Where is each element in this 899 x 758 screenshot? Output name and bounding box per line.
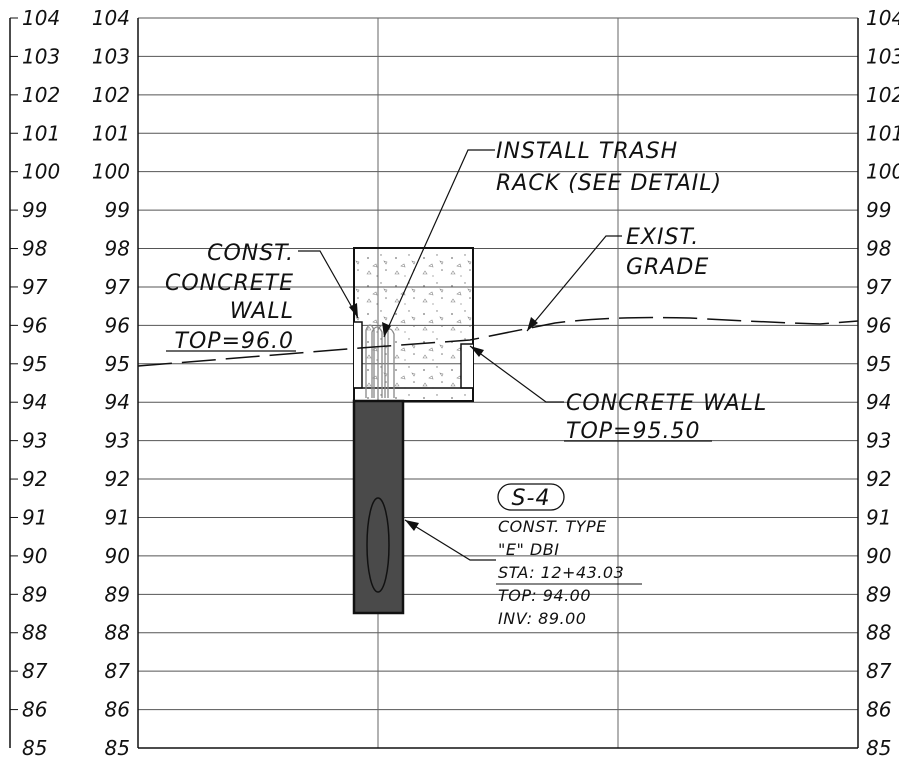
const-wall-leader <box>298 250 359 319</box>
right-elevation-label: 92 <box>866 467 891 491</box>
left-elevation-label: 87 <box>22 659 48 683</box>
inner-elevation-label: 94 <box>105 390 130 414</box>
const-wall-note-line1: CONST. <box>207 241 294 266</box>
inner-elevation-label: 92 <box>105 467 130 491</box>
inner-elevation-label: 86 <box>105 698 130 722</box>
const-wall-note-line4: TOP=96.0 <box>175 329 294 354</box>
right-elevation-label: 99 <box>866 198 891 222</box>
right-elevation-label: 88 <box>866 621 891 645</box>
left-elevation-label: 102 <box>22 83 60 107</box>
elevation-grid <box>10 17 858 711</box>
const-wall-note-line2: CONCRETE <box>165 271 294 296</box>
existing-grade-line <box>137 316 859 367</box>
inner-elevation-label: 99 <box>105 198 130 222</box>
left-elevation-label: 94 <box>22 390 47 414</box>
left-elevation-label: 96 <box>22 313 47 337</box>
right-elevation-label: 94 <box>866 390 891 414</box>
right-elevation-label: 95 <box>866 352 891 376</box>
structure-tag-outline <box>497 483 565 511</box>
exist-grade-leader <box>526 235 622 332</box>
left-elevation-label: 97 <box>22 275 48 299</box>
right-elevation-label: 87 <box>866 659 892 683</box>
right-elevation-label: 104 <box>866 6 899 30</box>
left-elevation-label: 90 <box>22 544 47 568</box>
concrete-wall-note-line1: CONCRETE WALL <box>566 391 767 416</box>
const-wall-note-line3: WALL <box>230 299 294 324</box>
structure-line2: "E" DBI <box>498 540 559 559</box>
structure-line3: STA: 12+43.03 <box>498 563 624 582</box>
trash-rack-leader <box>383 149 495 338</box>
left-elevation-label: 104 <box>22 6 60 30</box>
right-elevation-label: 89 <box>866 582 891 606</box>
inner-elevation-label: 103 <box>92 44 130 68</box>
exist-grade-note-line2: GRADE <box>626 255 709 280</box>
trash-rack-note-line1: INSTALL TRASH <box>496 139 678 164</box>
inner-elevation-label: 97 <box>105 275 131 299</box>
right-elevation-label: 93 <box>866 429 891 453</box>
trash-rack-arrowhead <box>382 322 391 337</box>
inner-elevation-label: 96 <box>105 313 130 337</box>
structure-arrowhead <box>405 520 419 531</box>
left-elevation-label: 99 <box>22 198 47 222</box>
concrete-wall-95-50 <box>460 343 473 389</box>
inner-elevation-label: 95 <box>105 352 130 376</box>
right-elevation-label: 91 <box>866 505 891 529</box>
left-elevation-label: 103 <box>22 44 60 68</box>
right-elevation-label: 90 <box>866 544 891 568</box>
exist-grade-note-line1: EXIST. <box>626 225 699 250</box>
concrete-wall-arrowhead <box>470 346 484 357</box>
inner-elevation-label: 89 <box>105 582 130 606</box>
structure-line4: TOP: 94.00 <box>498 586 591 605</box>
structure-line1: CONST. TYPE <box>498 517 607 536</box>
left-elevation-label: 92 <box>22 467 47 491</box>
left-elevation-label: 101 <box>22 121 60 145</box>
left-elevation-label: 93 <box>22 429 47 453</box>
inner-elevation-label: 104 <box>92 6 130 30</box>
left-elevation-label: 98 <box>22 237 47 261</box>
inner-elevation-label: 101 <box>92 121 130 145</box>
structure-tag: S-4 <box>512 486 551 511</box>
left-elevation-label: 88 <box>22 621 47 645</box>
right-elevation-label: 101 <box>866 121 899 145</box>
right-elevation-label: 86 <box>866 698 891 722</box>
const-wall-arrowhead <box>349 303 358 318</box>
inner-elevation-label: 98 <box>105 237 130 261</box>
dbi-pipe-opening <box>366 497 390 593</box>
concrete-wall-note-line2: TOP=95.50 <box>566 419 700 444</box>
right-elevation-label: 100 <box>866 160 899 184</box>
left-elevation-label: 95 <box>22 352 47 376</box>
left-elevation-label: 91 <box>22 505 47 529</box>
right-elevation-label: 96 <box>866 313 891 337</box>
elevation-labels: 104 104 104 103 103 103 102 102 102 101 101 101 100 1… <box>22 6 899 758</box>
inner-elevation-label: 93 <box>105 429 130 453</box>
inner-elevation-label: 100 <box>92 160 130 184</box>
inner-elevation-label: 102 <box>92 83 130 107</box>
right-elevation-label: 98 <box>866 237 891 261</box>
left-elevation-label: 86 <box>22 698 47 722</box>
left-elevation-label: 89 <box>22 582 47 606</box>
right-elevation-label: 102 <box>866 83 899 107</box>
inner-elevation-label: 91 <box>105 505 130 529</box>
inner-elevation-label: 87 <box>105 659 131 683</box>
inner-elevation-label: 88 <box>105 621 130 645</box>
right-elevation-label: 97 <box>866 275 892 299</box>
const-concrete-wall <box>354 321 363 389</box>
left-elevation-label: 85 <box>22 736 47 758</box>
structure-leader <box>404 519 496 561</box>
trash-rack-note-line2: RACK (SEE DETAIL) <box>496 171 722 196</box>
dbi-structure <box>352 399 405 615</box>
left-elevation-label: 100 <box>22 160 60 184</box>
inner-elevation-label: 90 <box>105 544 130 568</box>
inner-elevation-label: 85 <box>105 736 130 758</box>
structure-line5: INV: 89.00 <box>498 609 586 628</box>
concrete-wall-leader <box>469 345 564 403</box>
exist-grade-arrowhead <box>527 317 538 331</box>
right-elevation-label: 85 <box>866 736 891 758</box>
right-elevation-label: 103 <box>866 44 899 68</box>
